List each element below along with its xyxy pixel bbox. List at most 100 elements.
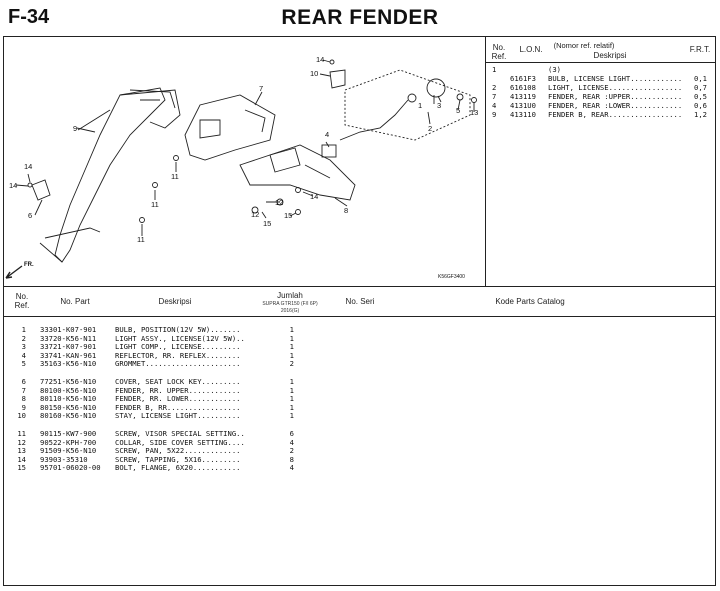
catalog-frt: 1,2 xyxy=(694,110,707,119)
parts-header-no-ref: No. Ref. xyxy=(14,292,30,310)
parts-header-model: SUPRA GTR150 (F/I 6P) xyxy=(262,301,318,307)
reflector-shape xyxy=(321,144,337,158)
parts-header-year: 2016(G) xyxy=(280,308,300,314)
callout-15: 15 xyxy=(284,211,293,220)
catalog-desc: LIGHT, LICENSE................. xyxy=(548,83,683,92)
part-number: 93903-35310 xyxy=(40,454,88,464)
part-number: 90115-KW7-900 xyxy=(40,429,97,438)
catalog-desc: FENDER, REAR :UPPER............ xyxy=(548,92,683,101)
part-description: BOLT, FLANGE, 6X20........... xyxy=(115,463,241,473)
part-ref: 14 xyxy=(17,454,26,464)
catalog-lon: 413110 xyxy=(510,110,536,119)
part-number: 33301-K07-901 xyxy=(40,325,97,334)
catalog-header-lon: L.O.N. xyxy=(519,45,543,54)
part-number: 33741-KAN-961 xyxy=(40,350,97,360)
part-ref: 13 xyxy=(17,446,26,456)
part-number: 80110-K56-N10 xyxy=(40,394,97,404)
part-number: 91509-K56-N10 xyxy=(40,446,97,456)
part-quantity: 1 xyxy=(289,325,294,334)
license-wire xyxy=(339,99,409,141)
catalog-ref: 2 xyxy=(492,83,497,92)
page-frame xyxy=(3,36,716,586)
catalog-desc: BULB, LICENSE LIGHT............ xyxy=(548,74,683,83)
part-description: STAY, LICENSE LIGHT.......... xyxy=(115,411,241,421)
license-stay-shape xyxy=(329,69,346,89)
divider-diagram xyxy=(3,286,716,287)
callout-1: 1 xyxy=(418,101,423,110)
callout-15: 15 xyxy=(263,219,272,228)
part-quantity: 1 xyxy=(289,342,294,352)
callout-14: 14 xyxy=(316,55,325,64)
catalog-ref: 7 xyxy=(492,92,497,101)
part-quantity: 1 xyxy=(289,350,294,360)
part-ref: 15 xyxy=(17,463,26,473)
part-description: SCREW, TAPPING, 5X16......... xyxy=(115,454,241,464)
callout-11: 11 xyxy=(137,235,145,244)
fender-b-ribs xyxy=(129,89,176,109)
catalog-frt: 0,6 xyxy=(694,101,707,110)
screw-shape xyxy=(139,217,145,223)
callout-2: 2 xyxy=(428,124,433,133)
part-number: 80160-K56-N10 xyxy=(40,411,97,421)
catalog-ref: 1 xyxy=(492,65,497,74)
part-number: 95701-06020-00 xyxy=(40,463,101,473)
fender-upper-detail xyxy=(199,109,266,139)
part-number: 90522-KPH-700 xyxy=(40,437,97,447)
part-description: LIGHT COMP., LICENSE......... xyxy=(115,342,241,352)
parts-header-no-part: No. Part xyxy=(60,297,90,306)
catalog-desc: FENDER B, REAR................. xyxy=(548,110,683,119)
part-description: COVER, SEAT LOCK KEY......... xyxy=(115,377,241,386)
catalog-header-divider xyxy=(486,62,716,63)
part-quantity: 4 xyxy=(289,463,294,473)
fender-lower-detail xyxy=(269,147,331,179)
part-number: 35163-K56-N10 xyxy=(40,359,97,369)
catalog-desc: (3) xyxy=(548,65,561,74)
screw-shape xyxy=(173,155,179,161)
seat-lock-cover-shape xyxy=(31,179,51,201)
parts-header-desc: Deskripsi xyxy=(158,297,192,306)
callout-6: 6 xyxy=(28,211,33,220)
license-light-bracket xyxy=(344,69,471,141)
part-description: FENDER, RR. LOWER............ xyxy=(115,394,241,404)
catalog-ref: 9 xyxy=(492,110,497,119)
callout-12: 12 xyxy=(251,210,260,219)
part-ref: 7 xyxy=(21,385,26,395)
part-number: 33721-K07-901 xyxy=(40,342,97,352)
catalog-ref: 4 xyxy=(492,101,497,110)
part-number: 80100-K56-N10 xyxy=(40,385,97,395)
bolt-shape xyxy=(295,209,301,215)
part-quantity: 6 xyxy=(289,429,294,438)
callout-3: 3 xyxy=(437,101,442,110)
part-number: 77251-K56-N10 xyxy=(40,377,97,386)
part-ref: 4 xyxy=(21,350,26,360)
part-quantity: 2 xyxy=(289,359,294,369)
part-ref: 10 xyxy=(17,411,26,421)
screw-shape xyxy=(329,59,335,65)
part-ref: 2 xyxy=(21,333,26,343)
part-ref: 3 xyxy=(21,342,26,352)
catalog-header-no-ref: No. Ref. xyxy=(491,43,507,61)
part-description: LIGHT ASSY., LICENSE(12V 5W).. xyxy=(115,333,245,343)
callout-4: 4 xyxy=(325,130,330,139)
part-quantity: 1 xyxy=(289,411,294,421)
callout-11: 11 xyxy=(171,172,179,181)
fender-b-outline xyxy=(54,87,166,263)
callout-12: 12 xyxy=(275,198,284,207)
fender-lower-shape xyxy=(239,144,356,201)
page-code: F-34 xyxy=(8,6,50,28)
diagram-code: K56GF3400 xyxy=(438,274,465,280)
part-description: REFLECTOR, RR. REFLEX........ xyxy=(115,350,241,360)
diagram-panel xyxy=(3,36,486,286)
catalog-frt: 0,1 xyxy=(694,74,707,83)
catalog-lon: 6161F3 xyxy=(510,74,536,83)
part-quantity: 1 xyxy=(289,394,294,404)
callout-8: 8 xyxy=(344,206,349,215)
part-description: SCREW, PAN, 5X22............. xyxy=(115,446,241,456)
part-description: BULB, POSITION(12V 5W)....... xyxy=(115,325,241,334)
catalog-header-frt: F.R.T. xyxy=(689,45,711,54)
parts-header-jumlah: Jumlah xyxy=(277,291,303,300)
part-description: SCREW, VISOR SPECIAL SETTING.. xyxy=(115,429,245,438)
callout-14: 14 xyxy=(9,181,18,190)
part-ref: 11 xyxy=(17,429,26,438)
